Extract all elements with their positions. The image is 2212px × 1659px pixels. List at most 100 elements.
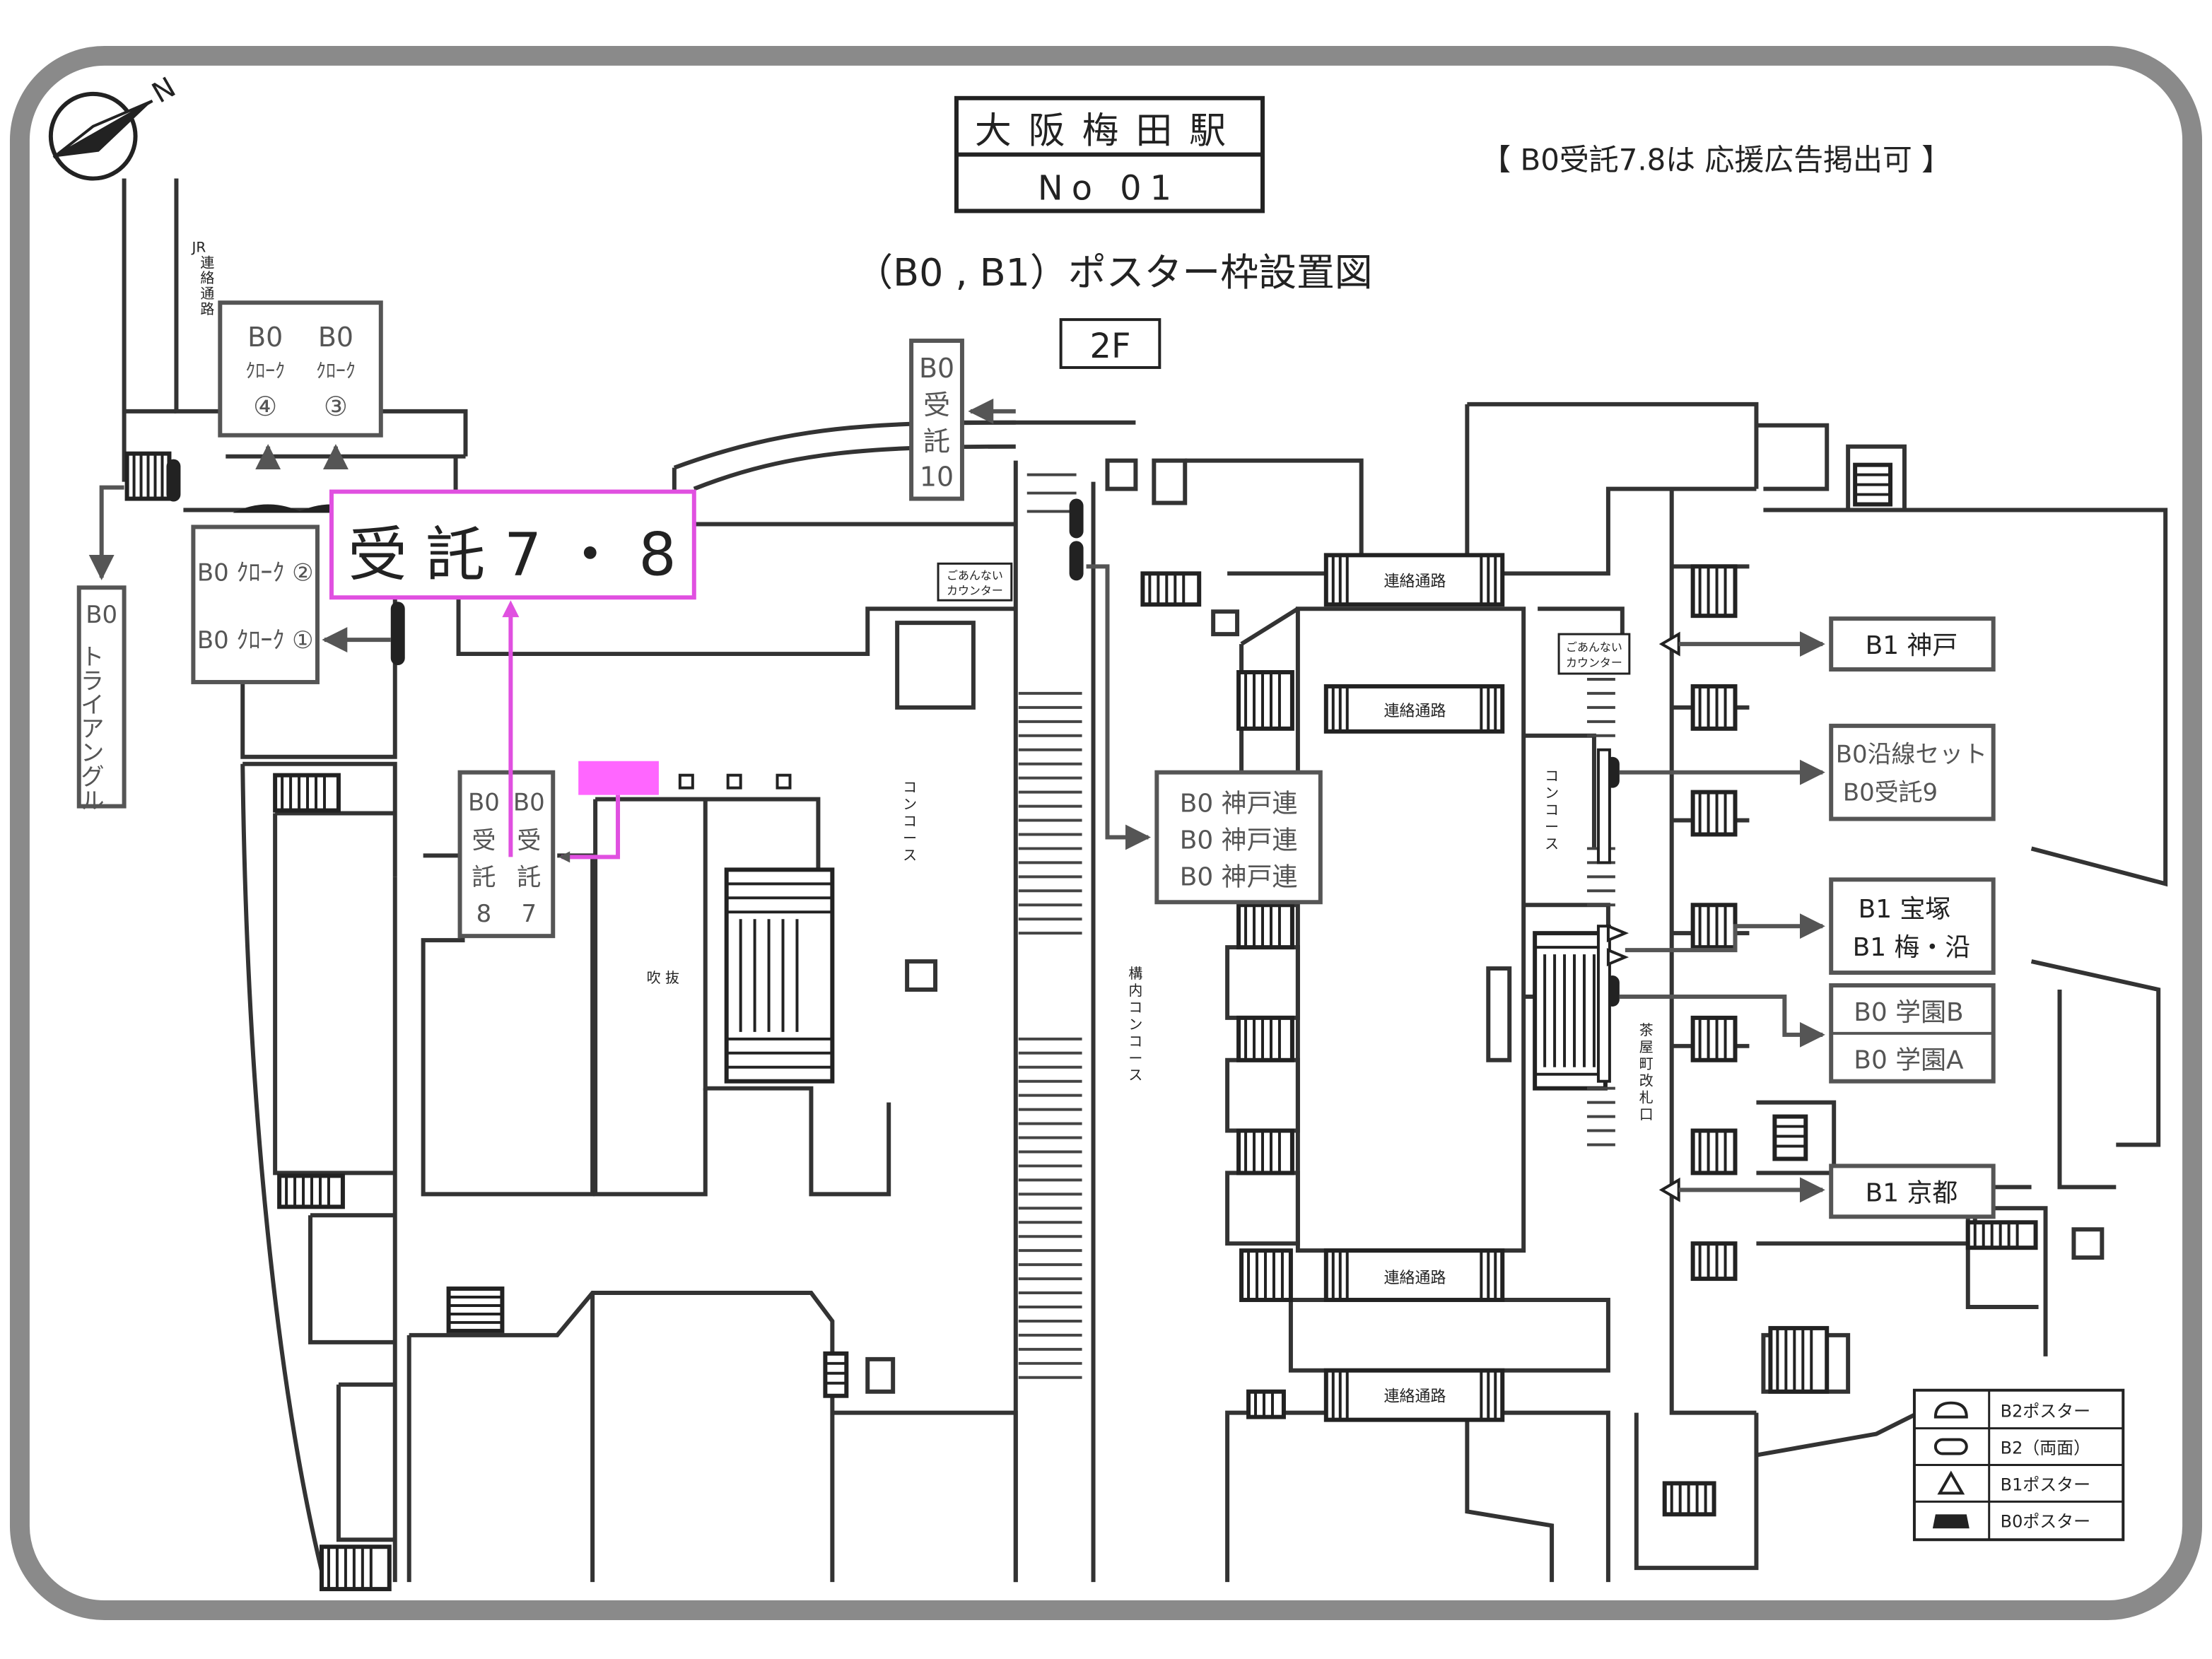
escalator xyxy=(1690,790,1738,837)
escalator xyxy=(1236,1128,1294,1176)
renraku-label: 連絡通路 xyxy=(1384,1388,1446,1406)
box-b1-kyoto: B1 京都 xyxy=(1829,1163,1996,1219)
svg-text:B0: B0 xyxy=(468,789,500,816)
floor-label: 2F xyxy=(1089,327,1130,366)
small-posts xyxy=(678,773,792,790)
svg-text:B0 学園B: B0 学園B xyxy=(1854,998,1963,1027)
svg-text:B1 京都: B1 京都 xyxy=(1866,1178,1958,1207)
svg-text:札: 札 xyxy=(1639,1089,1654,1106)
box-b0-jutaku-10: B0 受 託 10 xyxy=(909,339,964,501)
svg-text:コ: コ xyxy=(1545,768,1559,785)
escalator xyxy=(1140,571,1202,607)
escalator xyxy=(1690,903,1738,950)
box-b0-cloak-1-2: B0 ｸﾛｰｸ ② B0 ｸﾛｰｸ ① xyxy=(191,524,320,684)
svg-text:ー: ー xyxy=(903,829,917,846)
svg-text:カウンター: カウンター xyxy=(1566,656,1622,669)
svg-text:トライアングル: トライアングル xyxy=(76,644,104,811)
svg-text:ス: ス xyxy=(1128,1067,1142,1084)
escalator xyxy=(277,1173,345,1209)
station-name: 大阪梅田駅 xyxy=(975,110,1243,153)
fukinuke-label: 吹 抜 xyxy=(647,969,679,986)
escalator xyxy=(1690,564,1738,619)
svg-text:通: 通 xyxy=(200,285,214,302)
svg-text:ン: ン xyxy=(1545,785,1559,802)
svg-text:託: 託 xyxy=(923,426,950,457)
svg-text:④: ④ xyxy=(253,391,277,422)
escalator xyxy=(1690,1241,1738,1282)
svg-text:B0 神戸連: B0 神戸連 xyxy=(1180,790,1298,819)
svg-text:ｸﾛｰｸ: ｸﾛｰｸ xyxy=(245,359,285,382)
concourse-label: コ ン コ ー ス xyxy=(903,779,917,864)
svg-text:B0 学園A: B0 学園A xyxy=(1854,1046,1964,1075)
svg-text:ン: ン xyxy=(1128,1016,1142,1033)
box-b0-triangle: B0 トライアングル xyxy=(76,585,127,812)
escalator xyxy=(1690,1015,1738,1062)
svg-text:内: 内 xyxy=(1128,982,1142,999)
svg-text:ごあんない: ごあんない xyxy=(947,568,1003,582)
svg-text:B0: B0 xyxy=(318,322,353,353)
svg-text:ごあんない: ごあんない xyxy=(1566,640,1622,654)
svg-text:受: 受 xyxy=(923,389,950,421)
escalator xyxy=(1236,903,1294,950)
escalator xyxy=(1239,1248,1293,1303)
svg-text:コ: コ xyxy=(1128,1033,1142,1050)
b1-poster-markers xyxy=(1606,631,1680,1202)
legend-label: B2ポスター xyxy=(2001,1402,2090,1421)
jr-passage-label: JR 連 絡 通 路 xyxy=(191,238,215,317)
svg-text:受: 受 xyxy=(472,826,496,854)
svg-text:ス: ス xyxy=(1545,835,1559,852)
svg-text:8: 8 xyxy=(476,900,492,927)
box-b1-kobe: B1 神戸 xyxy=(1829,616,1996,672)
ticket-gates xyxy=(1018,473,1615,1379)
chayamachi-gate-label: 茶 屋 町 改 札 口 xyxy=(1639,1021,1654,1123)
svg-text:ン: ン xyxy=(903,796,917,813)
box-b0-jutaku-7-8: B0 B0 受 受 託 託 8 7 xyxy=(457,770,556,939)
escalator xyxy=(1236,1015,1294,1062)
svg-text:B0沿線セット: B0沿線セット xyxy=(1836,741,1987,768)
escalator xyxy=(1323,1248,1505,1303)
box-b1-takarazuka: B1 宝塚 B1 梅・沿 xyxy=(1829,877,1996,975)
svg-text:ー: ー xyxy=(1128,1050,1142,1067)
box-b0-kobe-ren: B0 神戸連 B0 神戸連 B0 神戸連 xyxy=(1154,770,1323,905)
legend: B2ポスター B2（両面） B1ポスター B0ポスター xyxy=(1912,1388,2125,1542)
svg-text:B0 ｸﾛｰｸ ①: B0 ｸﾛｰｸ ① xyxy=(197,626,314,654)
escalator xyxy=(1662,1481,1716,1517)
svg-text:B0 ｸﾛｰｸ ②: B0 ｸﾛｰｸ ② xyxy=(197,558,314,586)
legend-b2-icon xyxy=(1933,1401,1968,1419)
legend-b1-icon xyxy=(1937,1470,1965,1495)
legend-b2-double-icon xyxy=(1933,1438,1968,1455)
svg-text:B0: B0 xyxy=(247,322,283,353)
svg-text:③: ③ xyxy=(324,391,348,422)
svg-text:B1 神戸: B1 神戸 xyxy=(1866,631,1958,660)
escalator xyxy=(1533,931,1608,1091)
svg-text:B1 梅・沿: B1 梅・沿 xyxy=(1853,933,1971,962)
svg-text:町: 町 xyxy=(1639,1055,1654,1072)
svg-text:改: 改 xyxy=(1639,1072,1654,1089)
escalator xyxy=(1853,462,1893,507)
svg-text:口: 口 xyxy=(1639,1106,1654,1123)
box-b0-ensen-set: B0沿線セット B0受託9 xyxy=(1829,723,1996,821)
legend-label: B1ポスター xyxy=(2001,1475,2090,1494)
floor-box xyxy=(1059,318,1161,369)
legend-label: B2（両面） xyxy=(2001,1438,2090,1458)
svg-text:屋: 屋 xyxy=(1639,1038,1654,1055)
svg-text:ス: ス xyxy=(903,846,917,863)
escalator xyxy=(319,1544,392,1592)
escalator xyxy=(1965,1220,2038,1250)
escalator xyxy=(1236,670,1294,731)
station-number: No 01 xyxy=(1038,169,1180,208)
renraku-label: 連絡通路 xyxy=(1384,573,1446,590)
escalator xyxy=(446,1286,505,1333)
notice-text: 【 B0受託7.8は 応援広告掲出可 】 xyxy=(1481,143,1951,177)
renraku-label: 連絡通路 xyxy=(1384,703,1446,720)
escalator xyxy=(1323,684,1505,734)
info-counter: ごあんない カウンター xyxy=(1557,633,1631,675)
svg-text:B0: B0 xyxy=(513,789,545,816)
escalator xyxy=(823,1351,849,1398)
svg-text:B0 神戸連: B0 神戸連 xyxy=(1180,826,1298,855)
svg-text:B1 宝塚: B1 宝塚 xyxy=(1859,895,1951,924)
escalator xyxy=(1246,1389,1286,1419)
svg-text:B0: B0 xyxy=(86,601,117,628)
legend-label: B0ポスター xyxy=(2001,1511,2090,1531)
